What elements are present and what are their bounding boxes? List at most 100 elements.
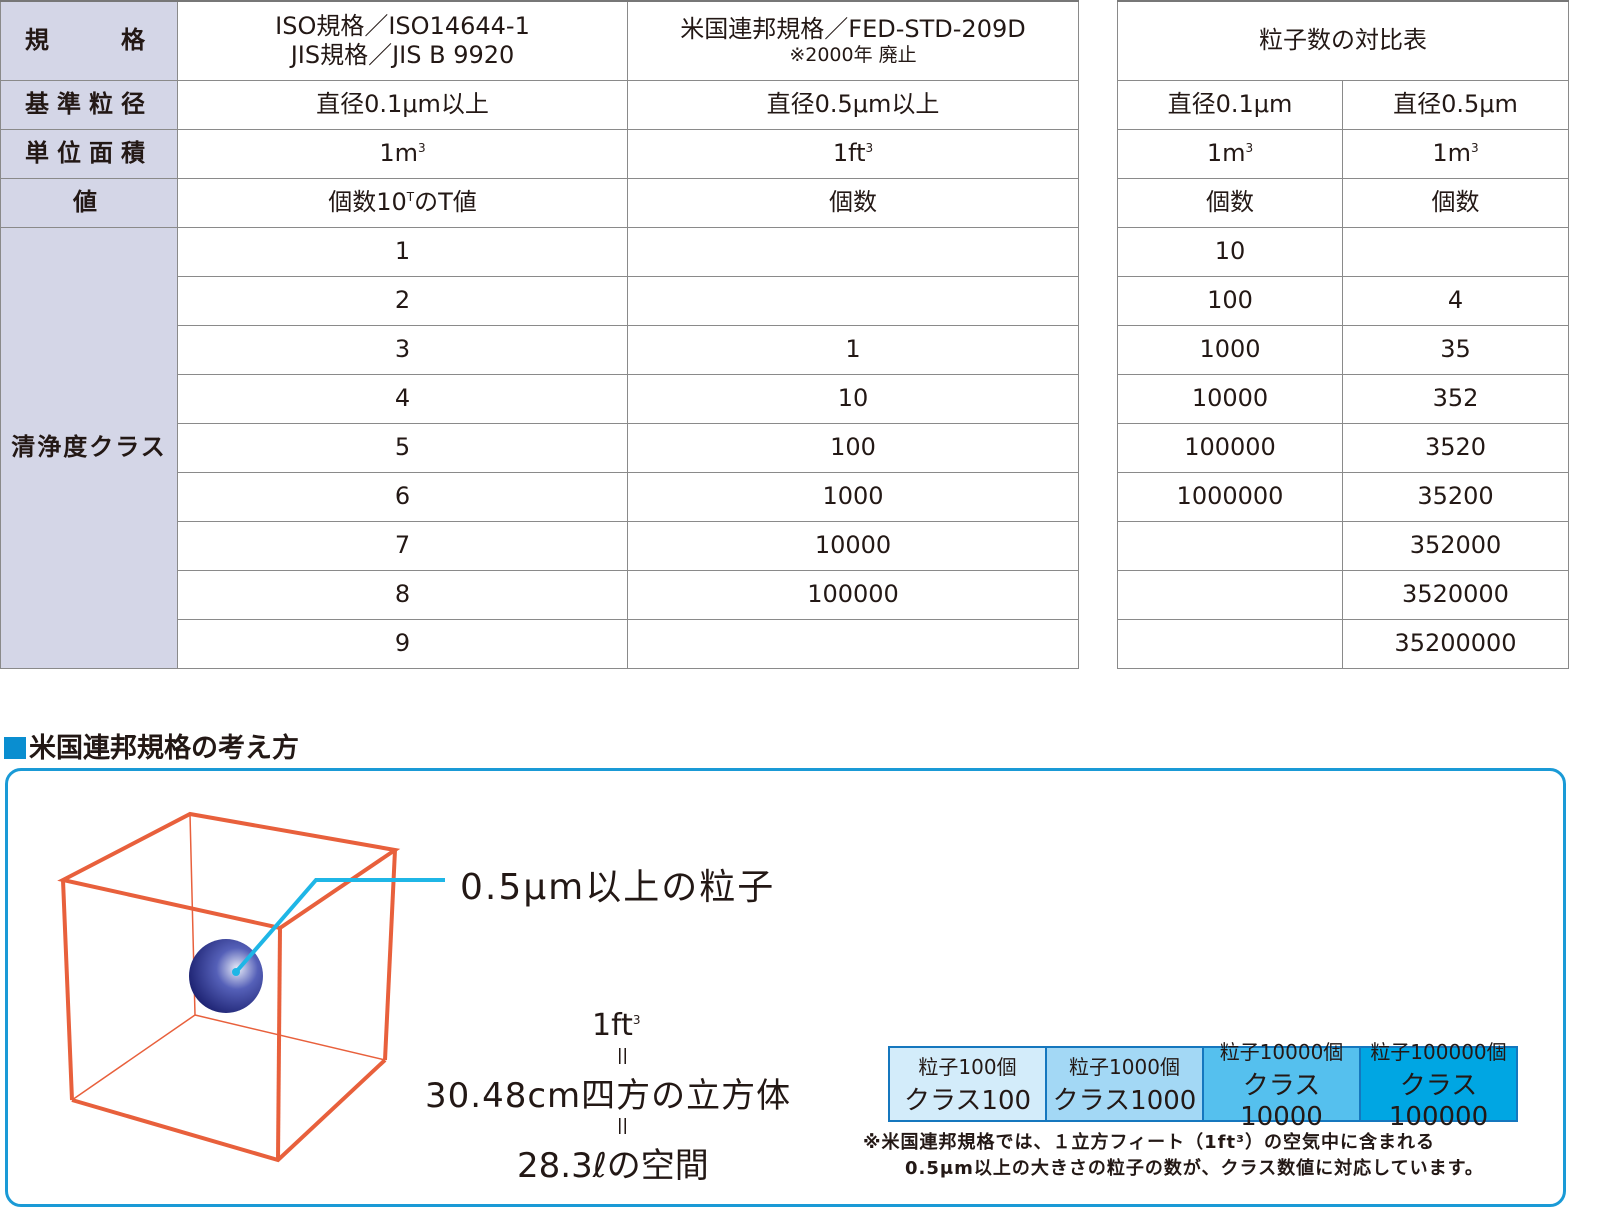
cube-description: 30.48cm四方の立方体: [425, 1076, 792, 1116]
label-value: 値: [0, 177, 178, 228]
iso-class: 4: [177, 373, 628, 424]
t: T: [406, 190, 415, 205]
t: 1ft: [832, 139, 866, 168]
square-bullet-icon: [4, 737, 26, 759]
iso-line1: ISO規格／ISO14644-1: [275, 11, 530, 40]
class-name: クラス1000: [1052, 1086, 1197, 1116]
t: 3: [865, 141, 874, 156]
t: のT値: [414, 188, 477, 217]
gap: [1078, 325, 1118, 374]
equals-sign: ＝: [608, 1114, 634, 1138]
table-row: 9 35200000: [1, 618, 1569, 669]
iso-unit: 1m3: [177, 128, 628, 179]
class-particles: 粒子1000個: [1069, 1055, 1180, 1079]
fed-class: [627, 618, 1079, 669]
label-unit: 単位面積: [0, 128, 178, 179]
section-title: 米国連邦規格の考え方: [4, 726, 299, 765]
fed-class: 100: [627, 422, 1079, 473]
count-0.5um: 3520000: [1342, 569, 1569, 620]
t: 1ft: [592, 1008, 633, 1043]
class-particles: 粒子100個: [918, 1055, 1017, 1079]
fed-class: 10: [627, 373, 1079, 424]
count-0.5um: 4: [1342, 275, 1569, 326]
fed-line2: ※2000年 廃止: [789, 43, 917, 66]
t: 3: [632, 1013, 641, 1027]
gap: [1078, 423, 1118, 472]
section-title-text: 米国連邦規格の考え方: [29, 733, 299, 764]
count-0.1um: [1117, 618, 1343, 669]
note-line1: ※米国連邦規格では、１立方フィート（1ft³）の空気中に含まれる: [863, 1132, 1435, 1153]
gap: [1078, 276, 1118, 325]
compare-unit2: 1m3: [1342, 128, 1569, 179]
compare-title: 粒子数の対比表: [1117, 0, 1569, 81]
gap: [1078, 227, 1118, 276]
compare-diam1: 直径0.1μm: [1117, 79, 1343, 130]
count-0.5um: 35200000: [1342, 618, 1569, 669]
compare-value2: 個数: [1342, 177, 1569, 228]
count-0.1um: 100000: [1117, 422, 1343, 473]
iso-diameter: 直径0.1μm以上: [177, 79, 628, 130]
class-box: 粒子1000個クラス1000: [1047, 1048, 1204, 1120]
count-0.1um: 1000000: [1117, 471, 1343, 522]
note-line2: 0.5μm以上の大きさの粒子の数が、クラス数値に対応しています。: [905, 1158, 1484, 1179]
iso-class: 8: [177, 569, 628, 620]
particle-label: 0.5μm以上の粒子: [460, 867, 776, 908]
iso-class: 3: [177, 324, 628, 375]
cube-back-edges: [71, 813, 386, 1101]
class-box: 粒子100000個クラス100000: [1361, 1040, 1516, 1132]
gap: [1078, 80, 1118, 129]
particle-sphere: [189, 939, 263, 1013]
iso-class: 9: [177, 618, 628, 669]
label-diameter: 基準粒径: [0, 79, 178, 130]
space-label: 28.3ℓの空間: [517, 1146, 709, 1186]
gap: [1078, 521, 1118, 570]
class-particles: 粒子10000個: [1219, 1040, 1344, 1064]
gap: [1078, 129, 1118, 178]
t: 1m: [379, 139, 418, 168]
count-0.5um: 35: [1342, 324, 1569, 375]
leader-line: [234, 878, 445, 974]
t: 3: [418, 141, 426, 156]
fed-line1: 米国連邦規格／FED-STD-209D: [680, 14, 1026, 43]
iso-class: 1: [177, 226, 628, 277]
t: 3: [1245, 141, 1254, 156]
fed-class: [627, 275, 1079, 326]
footnote: ※米国連邦規格では、１立方フィート（1ft³）の空気中に含まれる 0.5μm以上の…: [863, 1130, 1484, 1182]
count-0.1um: 1000: [1117, 324, 1343, 375]
class-box: 粒子100個クラス100: [890, 1048, 1047, 1120]
label-standard: 規 格: [0, 0, 178, 81]
t: 3: [1471, 141, 1479, 156]
gap: [1078, 1, 1118, 80]
t: 1m: [1432, 139, 1471, 168]
leader-dot: [232, 968, 240, 976]
count-0.1um: 100: [1117, 275, 1343, 326]
cube-front-edges: [57, 811, 401, 1163]
label-class: 清浄度クラス: [0, 226, 178, 669]
count-0.1um: [1117, 520, 1343, 571]
iso-line2: JIS規格／JIS B 9920: [290, 40, 515, 69]
class-particles: 粒子100000個: [1370, 1040, 1507, 1064]
gap: [1078, 619, 1118, 668]
fed-diameter: 直径0.5μm以上: [627, 79, 1079, 130]
t: 1m: [1206, 139, 1246, 168]
class-name: クラス100: [903, 1086, 1032, 1116]
iso-class: 6: [177, 471, 628, 522]
fed-class: 10000: [627, 520, 1079, 571]
count-0.5um: 35200: [1342, 471, 1569, 522]
count-0.5um: 352000: [1342, 520, 1569, 571]
fed-class: 1000: [627, 471, 1079, 522]
class-name: クラス100000: [1388, 1071, 1489, 1132]
count-0.5um: [1342, 226, 1569, 277]
class-box: 粒子10000個クラス10000: [1204, 1040, 1361, 1132]
volume-label: 1ft3: [592, 1008, 641, 1043]
iso-class: 7: [177, 520, 628, 571]
